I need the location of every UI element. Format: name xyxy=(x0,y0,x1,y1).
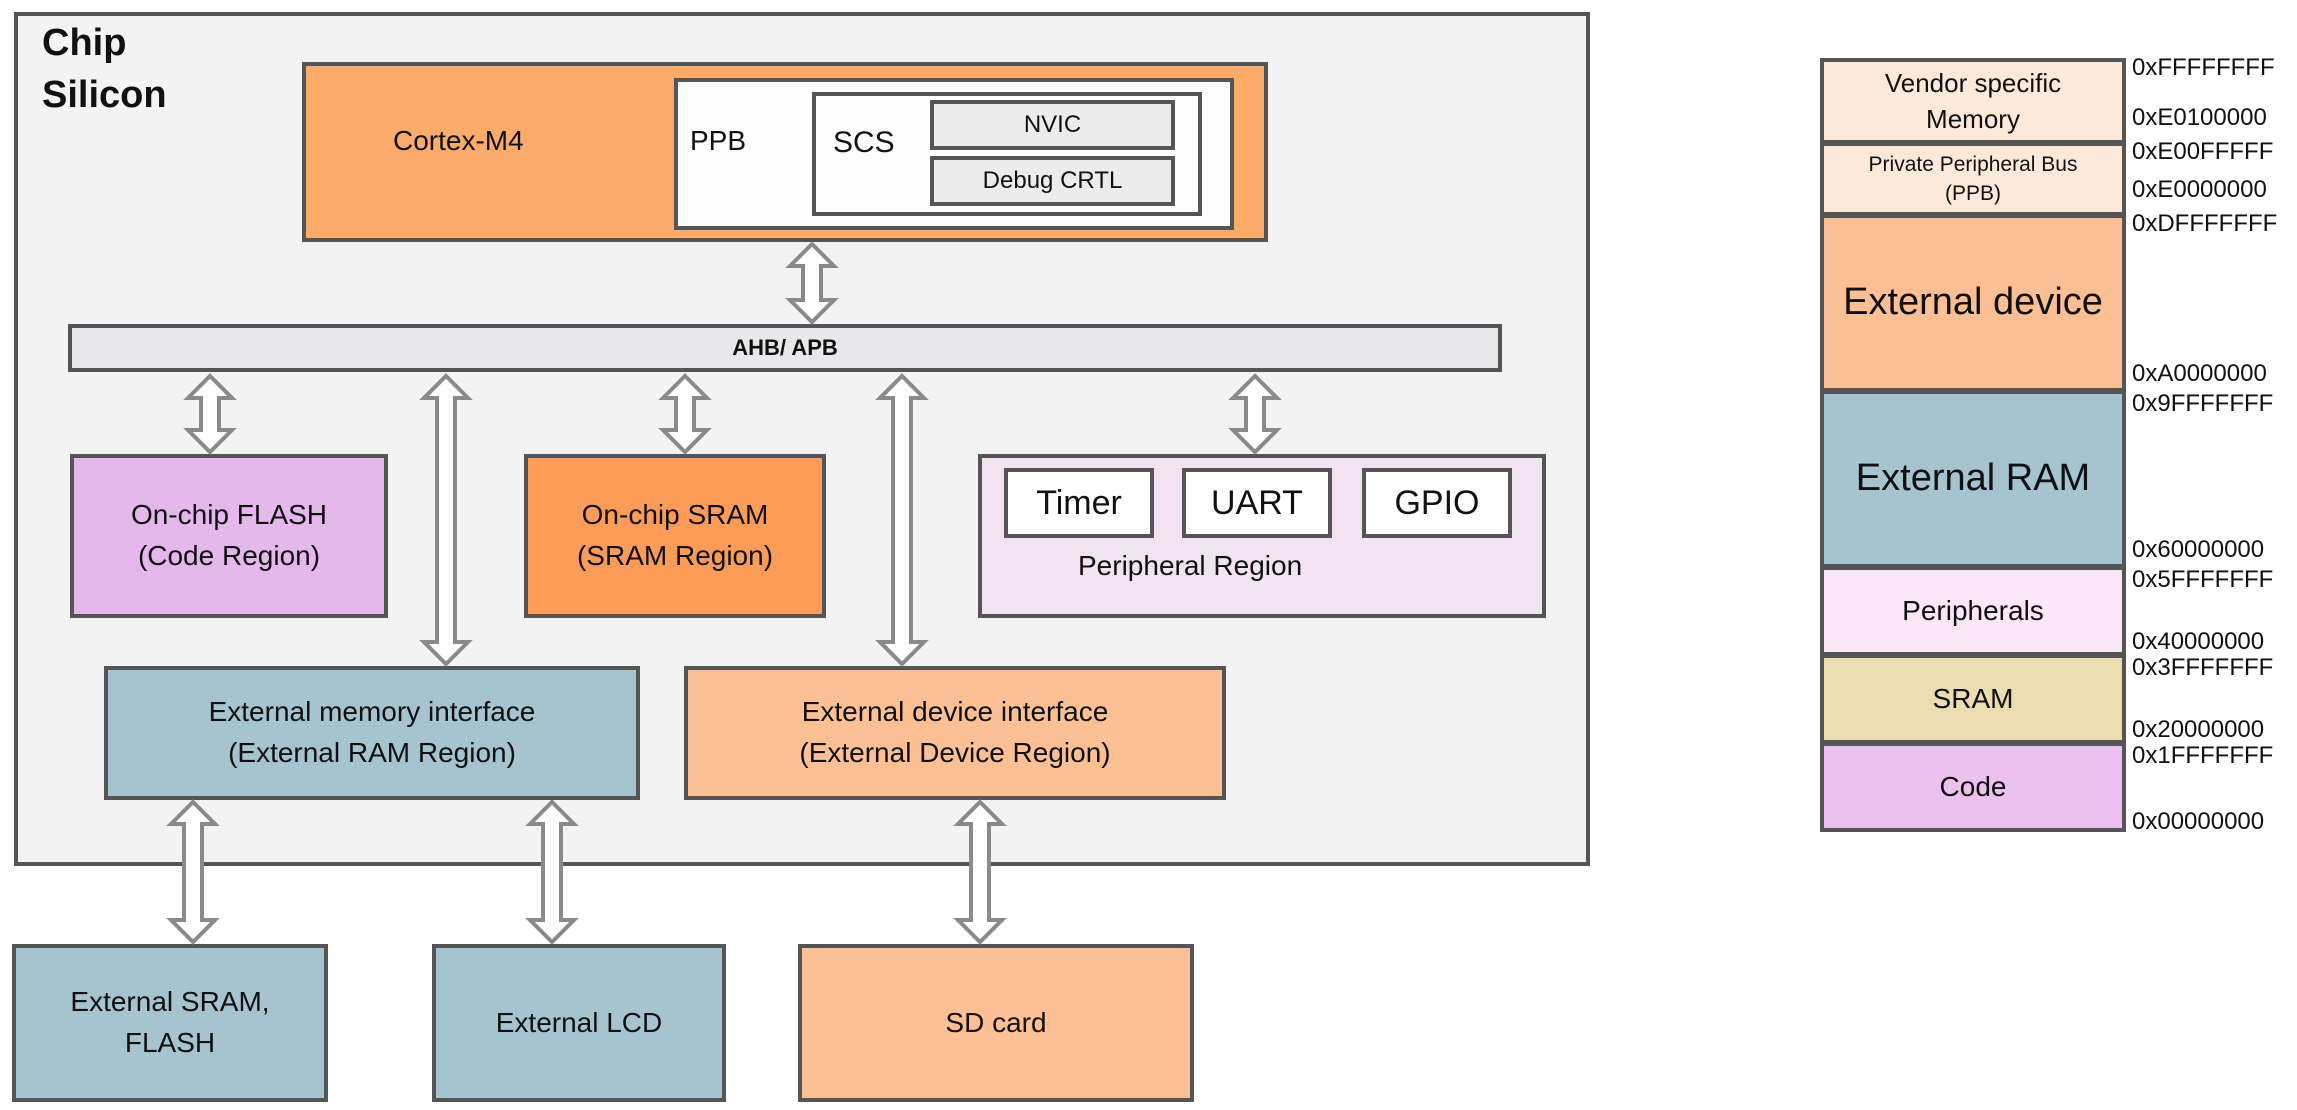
external-sram-flash-block: External SRAM, FLASH xyxy=(12,944,328,1102)
nvic-block: NVIC xyxy=(930,100,1175,150)
memory-region-label: Peripherals xyxy=(1902,595,2044,627)
ext-sram-flash-line1: External SRAM, xyxy=(70,986,270,1018)
address-label: 0x60000000 xyxy=(2132,536,2265,563)
memory-region-label-line2: Memory xyxy=(1926,104,2020,134)
memory-region-label: Vendor specific xyxy=(1884,67,2062,98)
memory-region-private-peripheral-bus: Private Peripheral Bus (PPB) xyxy=(1820,142,2126,216)
arrow-ext-mem-if-lcd xyxy=(525,799,579,945)
address-label: 0xFFFFFFFF xyxy=(2132,54,2275,81)
scs-label: SCS xyxy=(833,126,895,159)
ext-dev-if-line1: External device interface xyxy=(801,696,1109,728)
memory-region-label: SRAM xyxy=(1932,683,2014,715)
timer-block: Timer xyxy=(1004,468,1154,538)
arrow-bus-ext-dev-if xyxy=(875,373,929,667)
memory-region-sram: SRAM xyxy=(1820,654,2126,744)
arrow-ext-mem-if-ext-sram xyxy=(166,799,220,945)
ahb-apb-bus: AHB/ APB xyxy=(68,324,1502,372)
address-label: 0xA0000000 xyxy=(2132,360,2267,387)
memory-region-label-line2: (PPB) xyxy=(1944,182,2001,205)
external-device-interface: External device interface (External Devi… xyxy=(684,666,1226,800)
chip-title-line1: Chip xyxy=(42,22,127,64)
address-label: 0xE00FFFFF xyxy=(2132,138,2274,165)
address-label: 0x1FFFFFFF xyxy=(2132,742,2274,769)
sd-card-block: SD card xyxy=(798,944,1194,1102)
chip-title-line2: Silicon xyxy=(42,74,167,116)
ppb-label: PPB xyxy=(690,125,747,156)
flash-line1: On-chip FLASH xyxy=(130,499,328,531)
ext-mem-if-line1: External memory interface xyxy=(208,696,536,728)
memory-region-peripherals: Peripherals xyxy=(1820,566,2126,656)
memory-region-label: Private Peripheral Bus xyxy=(1868,152,2078,176)
external-memory-interface: External memory interface (External RAM … xyxy=(104,666,640,800)
address-label: 0x3FFFFFFF xyxy=(2132,654,2274,681)
ext-dev-if-line2: (External Device Region) xyxy=(799,737,1111,768)
external-lcd-block: External LCD xyxy=(432,944,726,1102)
memory-region-label: External device xyxy=(1843,281,2103,324)
arrow-bus-ext-mem-if xyxy=(419,373,473,667)
arrow-bus-sram xyxy=(658,373,712,455)
arrow-bus-peripheral xyxy=(1228,373,1282,455)
address-label: 0x20000000 xyxy=(2132,716,2265,743)
on-chip-flash-block: On-chip FLASH (Code Region) xyxy=(70,454,388,618)
gpio-block: GPIO xyxy=(1362,468,1512,538)
sram-line1: On-chip SRAM xyxy=(581,499,769,531)
ext-sram-flash-line2: FLASH xyxy=(124,1027,216,1058)
arrow-bus-flash xyxy=(183,373,237,455)
address-label: 0x5FFFFFFF xyxy=(2132,566,2274,593)
cortex-m4-label: Cortex-M4 xyxy=(393,125,524,156)
ext-mem-if-line2: (External RAM Region) xyxy=(228,737,516,768)
uart-block: UART xyxy=(1182,468,1332,538)
sram-line2: (SRAM Region) xyxy=(576,540,774,571)
memory-region-label: External RAM xyxy=(1855,457,2091,500)
memory-region-label: Code xyxy=(1939,771,2007,803)
address-label: 0x00000000 xyxy=(2132,808,2265,835)
peripheral-region-label: Peripheral Region xyxy=(1078,550,1303,581)
address-label: 0xE0000000 xyxy=(2132,176,2267,203)
address-label: 0xE0100000 xyxy=(2132,104,2267,131)
memory-region-code: Code xyxy=(1820,742,2126,832)
address-label: 0xDFFFFFFF xyxy=(2132,210,2278,237)
address-label: 0x40000000 xyxy=(2132,628,2265,655)
debug-ctrl-block: Debug CRTL xyxy=(930,156,1175,206)
memory-region-external-device: External device xyxy=(1820,214,2126,392)
arrow-cortex-bus xyxy=(785,241,839,325)
arrow-ext-dev-if-sd-card xyxy=(953,799,1007,945)
address-label: 0x9FFFFFFF xyxy=(2132,390,2274,417)
flash-line2: (Code Region) xyxy=(137,540,321,571)
on-chip-sram-block: On-chip SRAM (SRAM Region) xyxy=(524,454,826,618)
memory-region-external-ram: External RAM xyxy=(1820,390,2126,568)
